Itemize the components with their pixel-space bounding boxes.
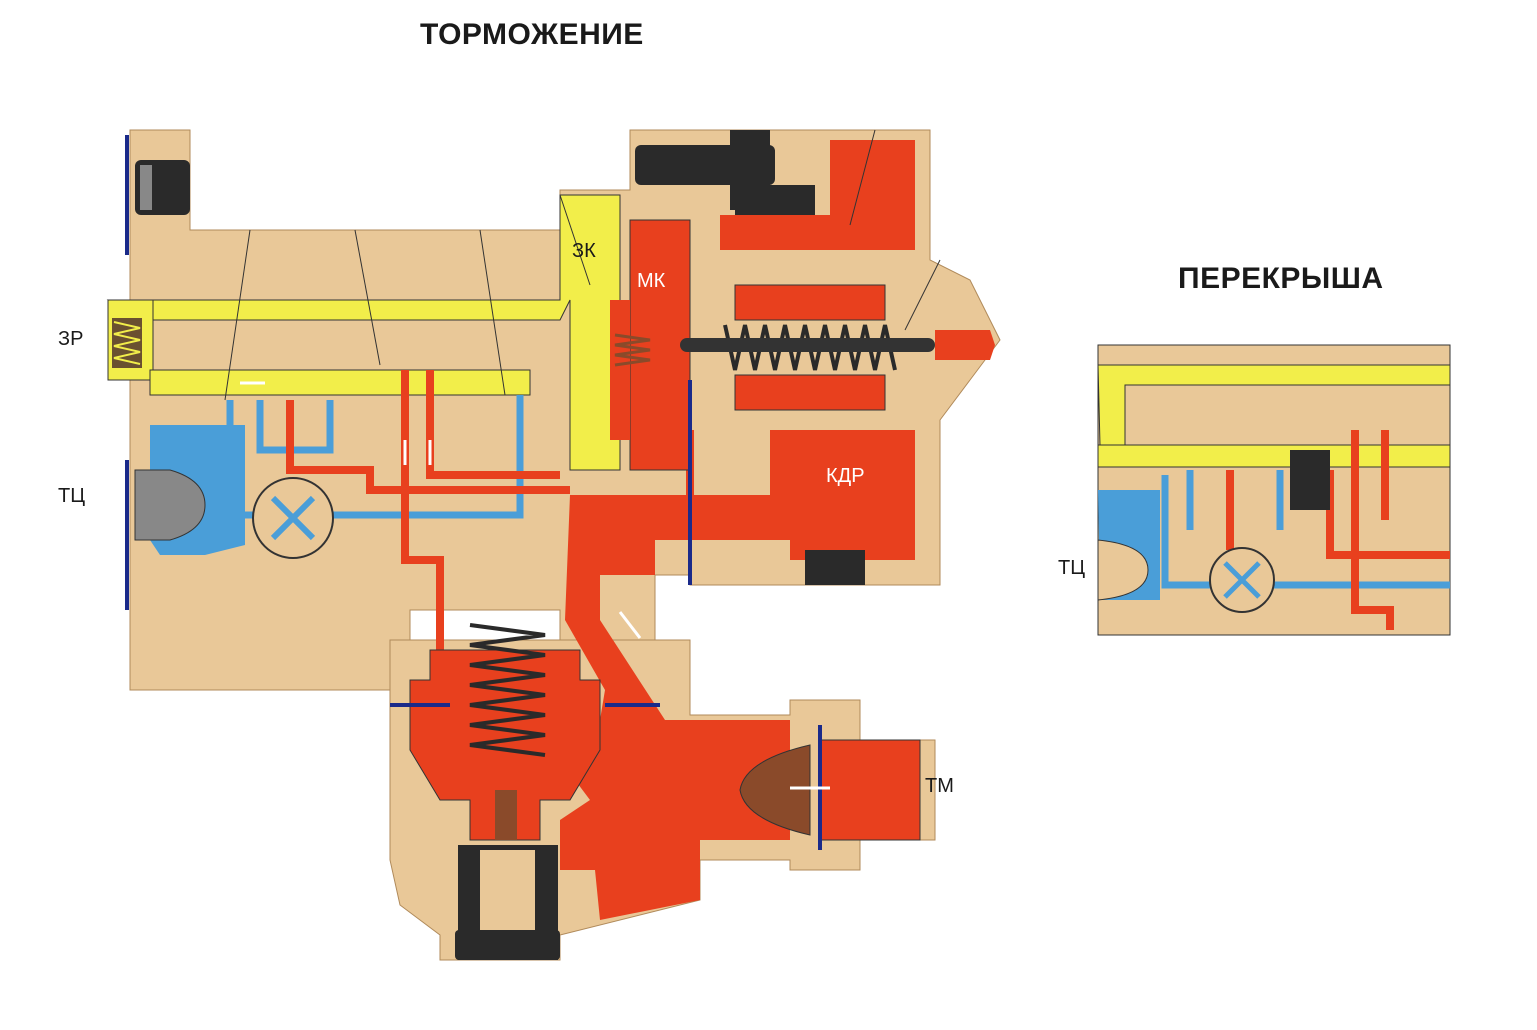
overlap-tc-piston [1097, 539, 1149, 601]
coil-upper [734, 284, 886, 321]
label-tc: ТЦ [58, 485, 86, 507]
overlap-yellow-bar [1097, 444, 1451, 468]
mk-body [610, 300, 630, 440]
label-tc-overlap: ТЦ [1058, 557, 1086, 579]
stem-red [935, 330, 995, 360]
central-flow [560, 495, 790, 920]
flow-arrows [240, 381, 830, 790]
zr-spring [113, 321, 141, 365]
braking-diagram [106, 129, 1001, 961]
label-mk: МК [637, 270, 666, 292]
valve-housing [129, 129, 1001, 691]
upper-right-chamber [720, 140, 915, 250]
tm-filter [739, 744, 811, 836]
label-zr: ЗР [58, 328, 84, 350]
tm-chamber [819, 739, 921, 841]
overlap-selector-cross [1223, 561, 1261, 599]
plug-highlight [140, 165, 152, 210]
tc-piston [134, 469, 206, 541]
selector-cross [270, 495, 316, 541]
label-kdr: КДР [826, 465, 865, 487]
bottom-plug-base [455, 930, 560, 960]
kdr-chamber [770, 430, 915, 560]
blue-channel-2 [256, 400, 334, 454]
label-tm: ТМ [925, 775, 954, 797]
kdr-plug [805, 550, 865, 585]
overlap-diagram [1097, 344, 1451, 636]
lower-spring [469, 623, 546, 757]
coil-lower [734, 374, 886, 411]
top-bolt-block [735, 185, 815, 215]
title-overlap: ПЕРЕКРЫША [1178, 262, 1384, 295]
reservoir-lower [149, 369, 531, 396]
overlap-dark-valve [1290, 450, 1330, 510]
label-zk: ЗК [572, 240, 596, 262]
mk-spring [614, 333, 651, 367]
lower-stem [495, 790, 517, 840]
leader-lines [224, 129, 941, 401]
overlap-red-channels [1226, 430, 1450, 630]
stem-rod [680, 338, 935, 352]
title-braking: ТОРМОЖЕНИЕ [420, 18, 644, 51]
blue-channel-1 [226, 395, 524, 519]
